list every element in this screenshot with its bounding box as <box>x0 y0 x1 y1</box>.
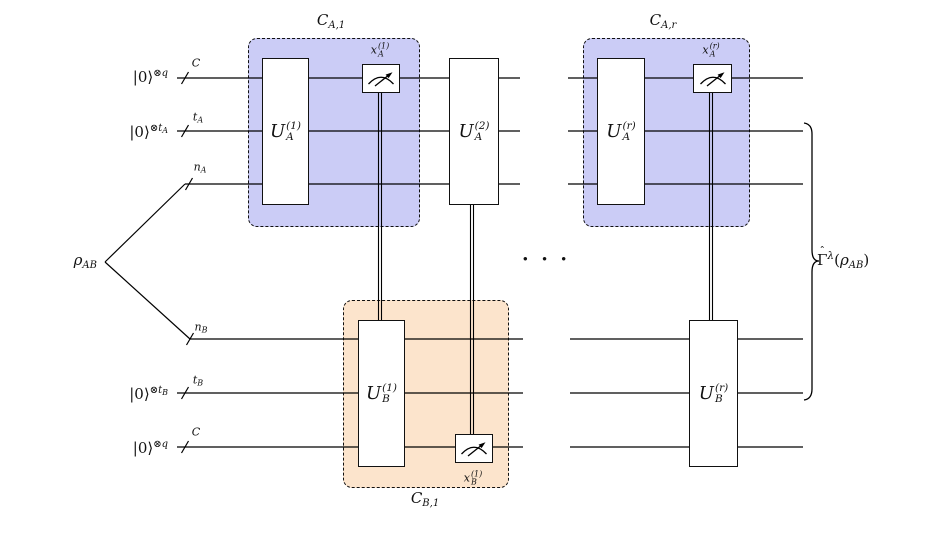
label-xb1-base: x <box>463 471 470 485</box>
wire-label-tb-sub: B <box>197 378 204 388</box>
label-xar-base: x <box>702 43 709 57</box>
label-block-car-base: C <box>649 11 662 29</box>
wire-label-c-top-base: C <box>191 56 201 70</box>
wire-label-na-sub: A <box>200 165 207 175</box>
wire-label-c-bottom: C <box>192 427 200 440</box>
label-rho-sub: AB <box>82 260 97 271</box>
meter-xa1 <box>362 64 400 93</box>
ket-q-bottom-sup: ⊗q <box>153 439 168 450</box>
gauge-icon <box>368 72 394 87</box>
wire-label-ta-base: t <box>192 110 198 124</box>
gate-ua1-base: U <box>269 121 286 142</box>
rho-branch-upper <box>104 183 186 263</box>
meter-xar <box>693 64 732 93</box>
label-xar-sup: (r) <box>709 40 720 50</box>
ket-q-bottom-base: |0⟩ <box>132 439 154 457</box>
gate-uar-base: U <box>606 121 622 142</box>
gate-ub1-sup: (1) <box>382 382 398 394</box>
bus-slash-c-top <box>180 71 190 85</box>
wire-label-ta: tA <box>193 112 203 125</box>
wire-label-c-top: C <box>192 58 200 71</box>
label-xa1-sup: (1) <box>377 40 390 50</box>
gate-ua1: U(1)A <box>262 58 309 205</box>
gate-ub1-base: U <box>365 383 382 404</box>
ket-ta-supsub: A <box>162 126 168 135</box>
gate-ubr: U(r)B <box>689 320 738 467</box>
wire-label-na-base: n <box>193 160 201 174</box>
gate-ua1-sup: (1) <box>286 120 302 132</box>
bus-slash-tb <box>180 386 190 400</box>
output-paren-open: ( <box>834 251 840 269</box>
label-xa1-base: x <box>370 43 377 57</box>
gate-ua2: U(2)A <box>449 58 499 205</box>
label-block-ca1: CA,1 <box>317 13 345 31</box>
gate-uar-sup: (r) <box>622 120 636 132</box>
gate-ubr-base: U <box>698 383 714 404</box>
label-block-ca1-base: C <box>316 11 329 29</box>
gate-ua1-sub: A <box>286 130 294 143</box>
ket-q-top-sup: ⊗q <box>153 68 168 79</box>
ellipsis-dots: · · · <box>521 248 571 271</box>
wire-label-nb-base: n <box>194 320 202 334</box>
gate-ua2-base: U <box>458 121 474 142</box>
bus-slash-na <box>184 177 194 191</box>
wire-label-c-bottom-base: C <box>191 425 201 439</box>
bus-slash-nb <box>185 332 195 346</box>
label-block-cb1: CB,1 <box>411 491 439 509</box>
wire-label-tb-base: t <box>192 373 198 387</box>
ket-ta-sup: ⊗t <box>149 123 163 134</box>
gauge-icon <box>699 72 726 87</box>
label-rho-base: ρ <box>73 251 83 269</box>
gate-ubr-sub: B <box>714 392 723 405</box>
label-xa1: x(1)A <box>371 40 390 58</box>
ket-ta-base: |0⟩ <box>129 123 150 141</box>
output-brace <box>803 122 820 401</box>
label-xa1-sub: A <box>377 48 384 58</box>
label-block-ca1-sub: A,1 <box>328 20 346 31</box>
wire-label-nb-sub: B <box>201 325 208 335</box>
gate-ub1-sub: B <box>382 392 390 405</box>
label-rho-ab: ρAB <box>52 253 97 271</box>
label-xb1: x(1)B <box>464 468 483 486</box>
wire-label-nb: nB <box>195 322 208 335</box>
rho-branch-lower <box>104 261 191 340</box>
gate-ubr-sup: (r) <box>714 382 729 394</box>
gate-uar-sub: A <box>622 130 631 143</box>
meter-xb1 <box>455 434 493 463</box>
ket-tb-supsub: B <box>162 388 168 397</box>
ket-tb-base: |0⟩ <box>129 385 150 403</box>
wire-label-tb: tB <box>193 375 203 388</box>
output-rho-sub: AB <box>848 260 864 271</box>
label-block-cb1-sub: B,1 <box>422 498 440 509</box>
ket-tb: |0⟩⊗tB <box>88 386 168 402</box>
bus-slash-c-bottom <box>180 440 190 454</box>
gate-uar: U(r)A <box>597 58 645 205</box>
output-rho: ρ <box>839 251 849 269</box>
gate-ua2-sub: A <box>474 130 483 143</box>
bus-slash-ta <box>180 124 190 138</box>
wire-label-ta-sub: A <box>197 115 204 125</box>
gauge-icon <box>461 442 487 457</box>
label-block-car: CA,r <box>650 13 677 31</box>
label-xar-sub: A <box>709 48 716 58</box>
ket-q-top-base: |0⟩ <box>132 68 154 86</box>
output-gamma: Γ <box>817 251 828 269</box>
label-block-car-sub: A,r <box>661 20 677 31</box>
ket-tb-sup: ⊗t <box>149 385 163 396</box>
label-xb1-sup: (1) <box>470 468 483 478</box>
gate-ua2-sup: (2) <box>474 120 490 132</box>
wire-label-na: nA <box>194 162 207 175</box>
gate-ub1: U(1)B <box>358 320 405 467</box>
label-xar: x(r)A <box>702 40 719 58</box>
output-lambda-sup: λ <box>827 250 835 262</box>
label-block-cb1-base: C <box>410 489 423 507</box>
ket-q-top: |0⟩⊗q <box>88 69 168 85</box>
ket-q-bottom: |0⟩⊗q <box>88 440 168 456</box>
ket-ta: |0⟩⊗tA <box>88 124 168 140</box>
output-hat: ˆ <box>819 245 825 258</box>
output-paren-close: ) <box>863 251 870 269</box>
label-xb1-sub: B <box>470 476 477 486</box>
